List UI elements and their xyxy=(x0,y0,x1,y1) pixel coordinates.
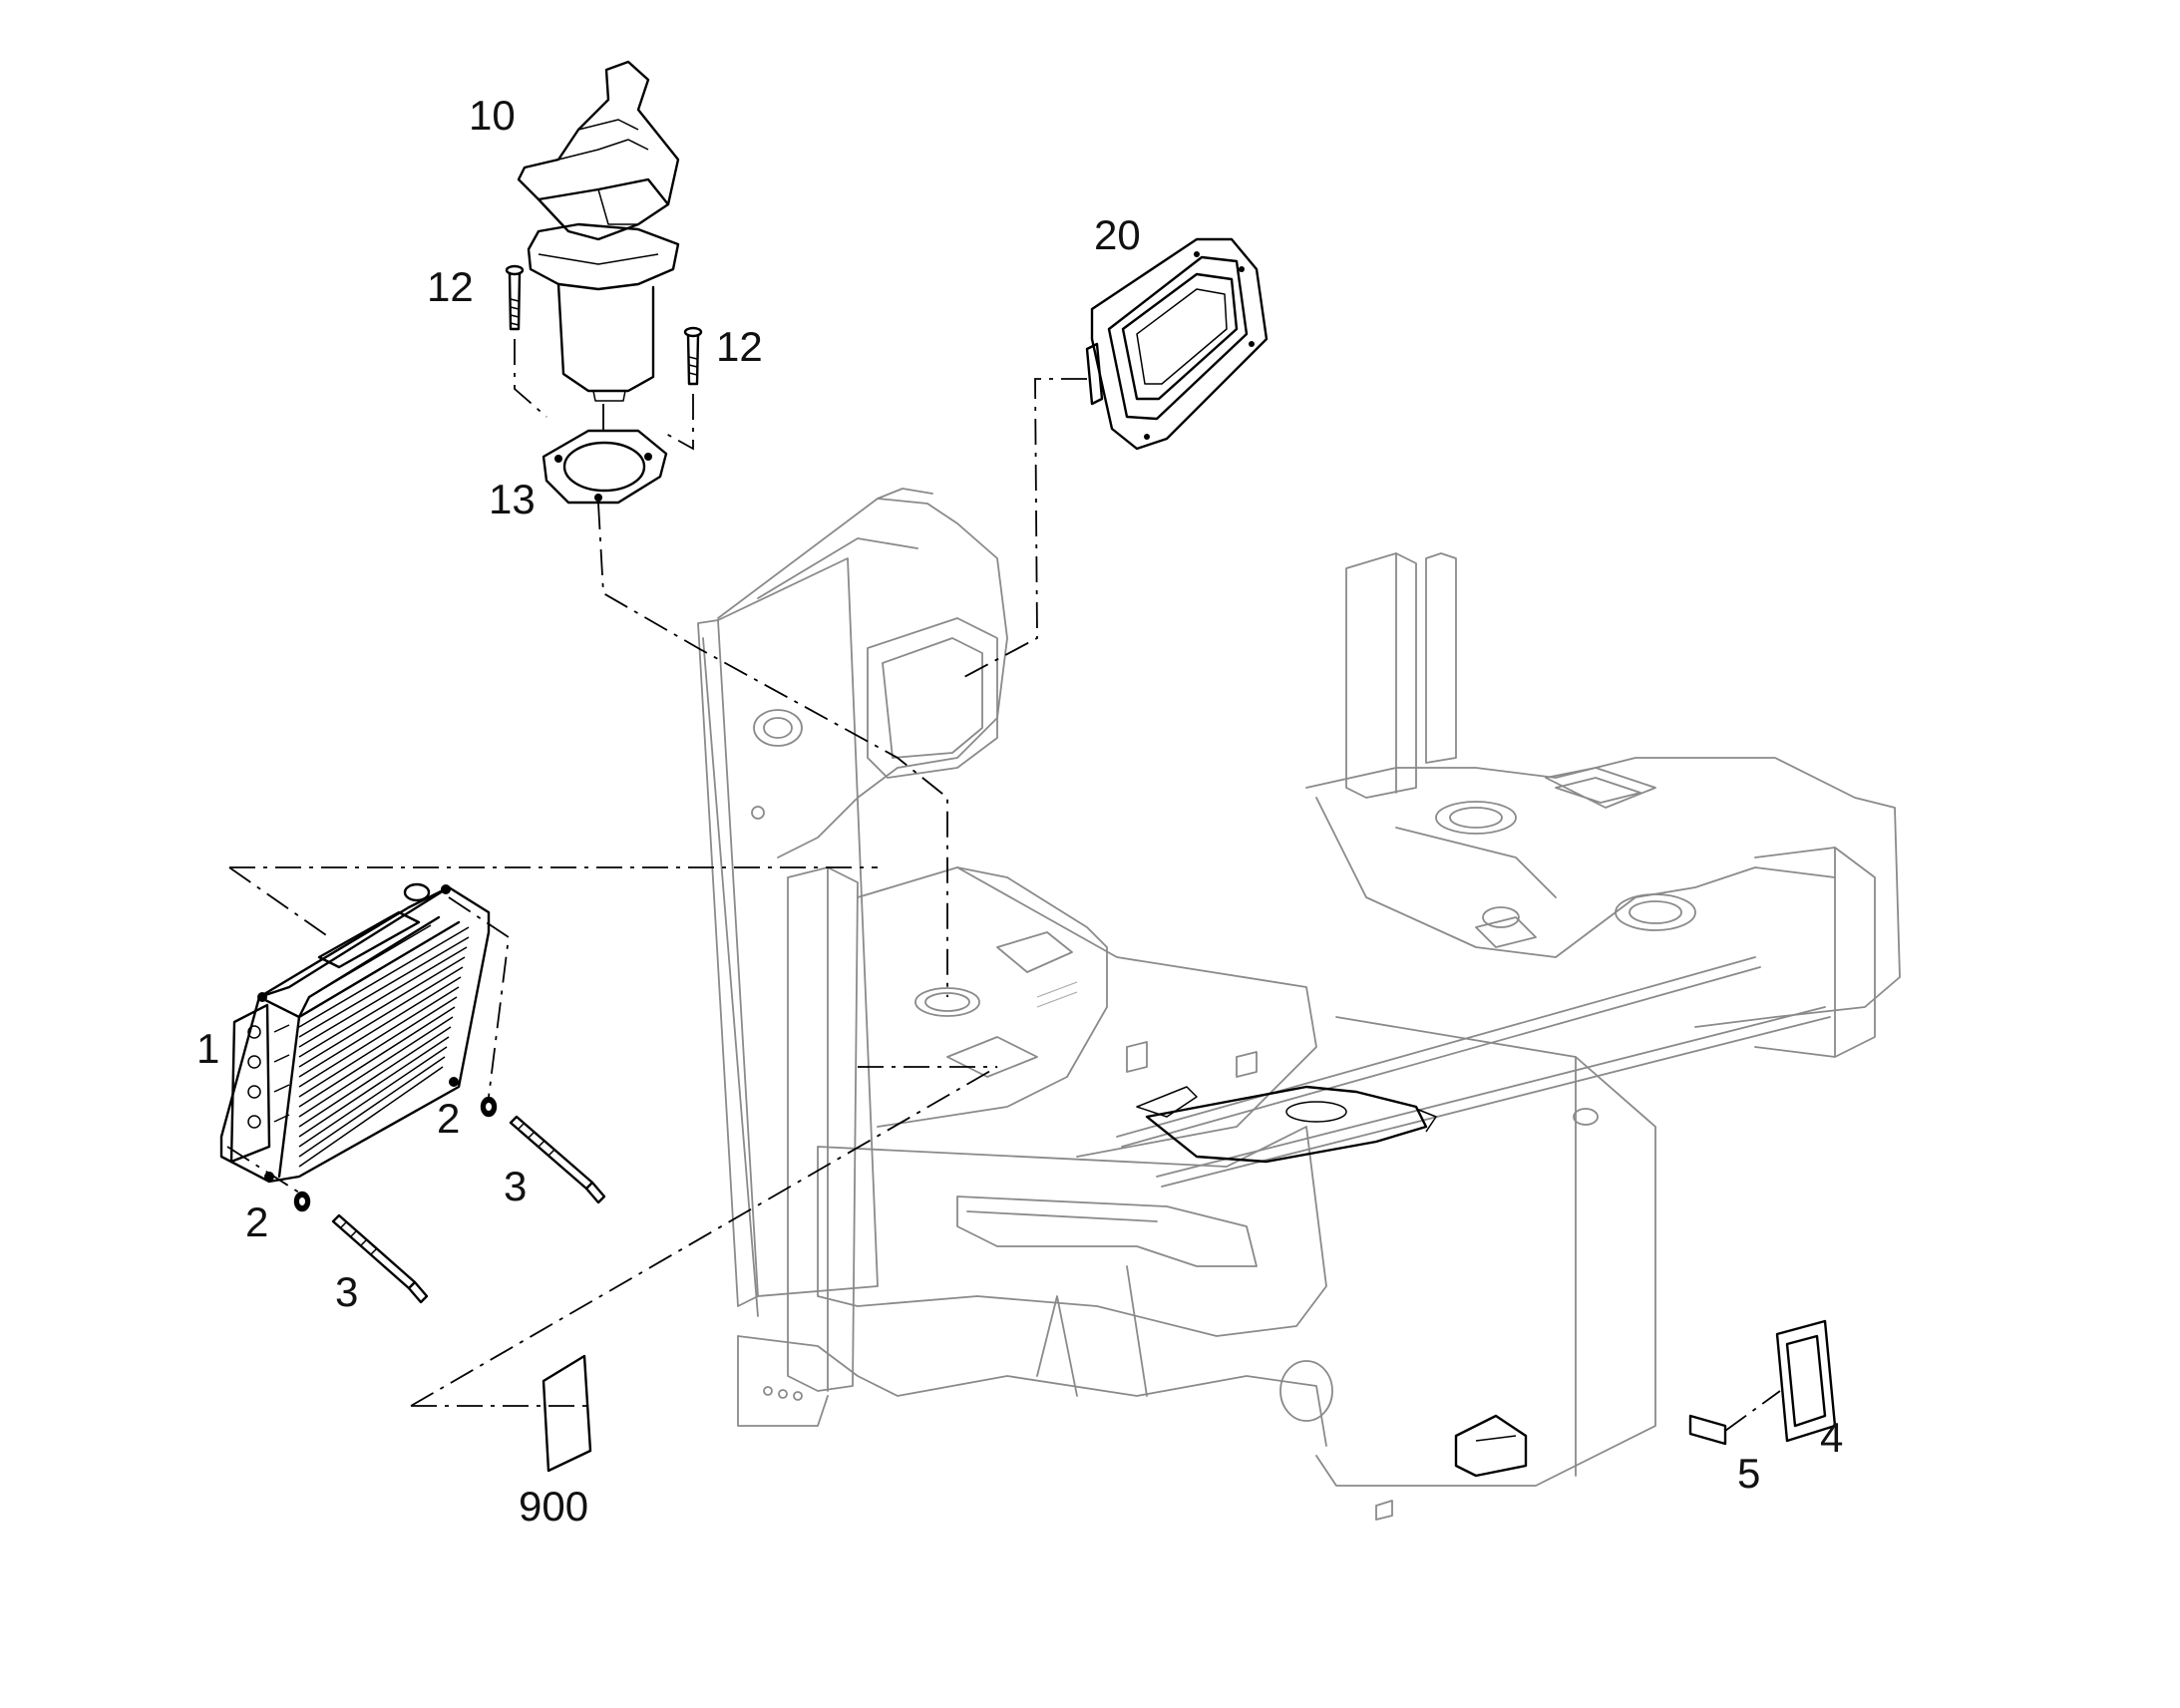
bolt-part-right xyxy=(683,326,703,386)
callout-20: 20 xyxy=(1094,211,1141,258)
washer-part-lower xyxy=(293,1191,311,1212)
callout-13: 13 xyxy=(489,476,536,522)
seal-frame-part xyxy=(1775,1319,1837,1443)
joystick-part xyxy=(517,60,680,402)
long-bolt-part-lower xyxy=(331,1213,429,1304)
callout-12-left: 12 xyxy=(427,263,474,310)
callout-2-lower: 2 xyxy=(245,1198,268,1245)
display-part xyxy=(1085,237,1269,451)
document-part xyxy=(542,1354,592,1473)
bolt-part-left xyxy=(505,264,525,331)
callout-5: 5 xyxy=(1737,1450,1760,1497)
callout-1: 1 xyxy=(196,1025,219,1072)
long-bolt-part-upper xyxy=(509,1115,606,1204)
controller-unit-part xyxy=(219,882,491,1184)
callout-4: 4 xyxy=(1820,1414,1843,1461)
callout-labels: 10 12 12 13 20 1 2 2 3 3 900 4 5 xyxy=(196,92,1843,1530)
leader-lines xyxy=(226,339,1781,1432)
callout-3-lower: 3 xyxy=(335,1268,358,1315)
callout-900: 900 xyxy=(519,1483,588,1530)
callout-12-right: 12 xyxy=(716,323,763,370)
label-part xyxy=(1688,1414,1727,1446)
washer-part-upper xyxy=(480,1096,498,1118)
callout-10: 10 xyxy=(469,92,516,139)
cab-frame xyxy=(697,488,1901,1521)
mounting-flange-part xyxy=(542,429,668,505)
callout-2-upper: 2 xyxy=(437,1095,460,1142)
callout-3-upper: 3 xyxy=(504,1163,527,1209)
